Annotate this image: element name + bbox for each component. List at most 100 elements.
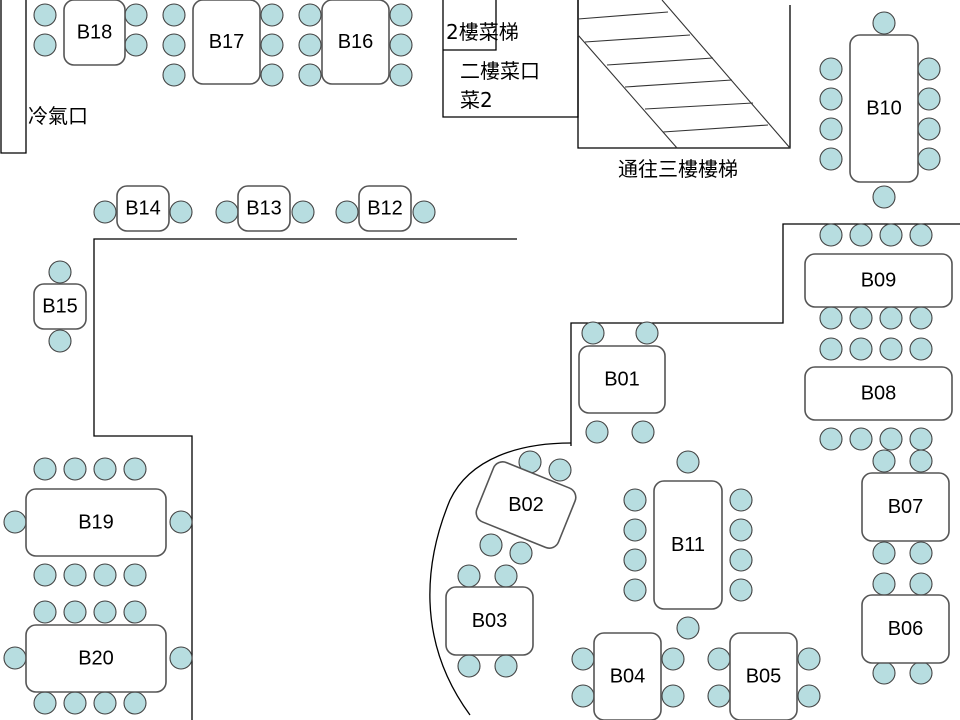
seat[interactable] <box>33 600 57 624</box>
seat[interactable] <box>162 33 186 57</box>
seat[interactable] <box>215 200 239 224</box>
seat[interactable] <box>123 691 147 715</box>
table-b09[interactable]: B09 <box>804 223 953 330</box>
table-b05[interactable]: B05 <box>707 632 821 720</box>
seat[interactable] <box>729 518 753 542</box>
seat[interactable] <box>872 661 896 685</box>
seat[interactable] <box>872 572 896 596</box>
table-top[interactable] <box>321 0 390 85</box>
seat[interactable] <box>33 691 57 715</box>
seat[interactable] <box>581 321 605 345</box>
table-b07[interactable]: B07 <box>861 449 950 565</box>
seat[interactable] <box>509 541 533 565</box>
seat[interactable] <box>494 564 518 588</box>
table-b18[interactable]: B18 <box>33 0 148 66</box>
seat[interactable] <box>93 457 117 481</box>
table-top[interactable] <box>861 594 950 664</box>
seat[interactable] <box>635 321 659 345</box>
seat[interactable] <box>623 548 647 572</box>
table-b20[interactable]: B20 <box>3 600 193 715</box>
seat[interactable] <box>909 223 933 247</box>
table-b01[interactable]: B01 <box>578 321 666 444</box>
seat[interactable] <box>457 564 481 588</box>
seat[interactable] <box>872 185 896 209</box>
seat[interactable] <box>819 87 843 111</box>
table-b19[interactable]: B19 <box>3 457 193 587</box>
seat[interactable] <box>389 3 413 27</box>
table-top[interactable] <box>804 253 953 308</box>
seat[interactable] <box>917 57 941 81</box>
seat[interactable] <box>819 57 843 81</box>
table-b12[interactable]: B12 <box>335 185 436 232</box>
table-top[interactable] <box>849 34 919 183</box>
seat[interactable] <box>63 691 87 715</box>
seat[interactable] <box>676 616 700 640</box>
seat[interactable] <box>909 661 933 685</box>
table-top[interactable] <box>729 632 798 720</box>
seat[interactable] <box>879 223 903 247</box>
table-top[interactable] <box>358 185 412 232</box>
seat[interactable] <box>291 200 315 224</box>
seat[interactable] <box>389 63 413 87</box>
seat[interactable] <box>729 488 753 512</box>
table-top[interactable] <box>473 459 579 551</box>
table-b10[interactable]: B10 <box>819 11 941 209</box>
table-b15[interactable]: B15 <box>33 260 87 353</box>
table-b06[interactable]: B06 <box>861 572 950 685</box>
seat[interactable] <box>335 200 359 224</box>
seat[interactable] <box>169 646 193 670</box>
table-b17[interactable]: B17 <box>162 0 284 87</box>
seat[interactable] <box>479 533 503 557</box>
table-top[interactable] <box>63 0 126 66</box>
seat[interactable] <box>123 457 147 481</box>
seat[interactable] <box>494 654 518 678</box>
table-top[interactable] <box>116 185 170 232</box>
seat[interactable] <box>661 684 685 708</box>
seat[interactable] <box>48 260 72 284</box>
seat[interactable] <box>585 420 609 444</box>
seat[interactable] <box>909 449 933 473</box>
seat[interactable] <box>3 510 27 534</box>
seat[interactable] <box>909 306 933 330</box>
seat[interactable] <box>729 548 753 572</box>
seat[interactable] <box>909 427 933 451</box>
table-b03[interactable]: B03 <box>445 564 534 678</box>
seat[interactable] <box>661 647 685 671</box>
seat[interactable] <box>3 646 27 670</box>
table-b02[interactable]: B02 <box>473 450 579 565</box>
seat[interactable] <box>260 3 284 27</box>
seat[interactable] <box>93 563 117 587</box>
table-b13[interactable]: B13 <box>215 185 315 232</box>
table-top[interactable] <box>653 480 723 610</box>
seat[interactable] <box>124 33 148 57</box>
table-top[interactable] <box>237 185 291 232</box>
seat[interactable] <box>879 306 903 330</box>
seat[interactable] <box>298 63 322 87</box>
seat[interactable] <box>169 200 193 224</box>
table-top[interactable] <box>593 632 662 720</box>
seat[interactable] <box>623 488 647 512</box>
seat[interactable] <box>797 647 821 671</box>
seat[interactable] <box>623 578 647 602</box>
seat[interactable] <box>162 63 186 87</box>
table-top[interactable] <box>25 624 167 693</box>
seat[interactable] <box>33 33 57 57</box>
seat[interactable] <box>909 541 933 565</box>
table-top[interactable] <box>445 586 534 656</box>
seat[interactable] <box>879 427 903 451</box>
seat[interactable] <box>909 572 933 596</box>
seat[interactable] <box>260 33 284 57</box>
seat[interactable] <box>93 200 117 224</box>
seat[interactable] <box>819 223 843 247</box>
seat[interactable] <box>707 647 731 671</box>
seat[interactable] <box>872 449 896 473</box>
seat[interactable] <box>571 647 595 671</box>
seat[interactable] <box>917 87 941 111</box>
seat[interactable] <box>917 117 941 141</box>
seat[interactable] <box>849 223 873 247</box>
seat[interactable] <box>819 427 843 451</box>
seat[interactable] <box>298 3 322 27</box>
seat[interactable] <box>33 3 57 27</box>
seat[interactable] <box>819 306 843 330</box>
table-top[interactable] <box>33 283 87 330</box>
